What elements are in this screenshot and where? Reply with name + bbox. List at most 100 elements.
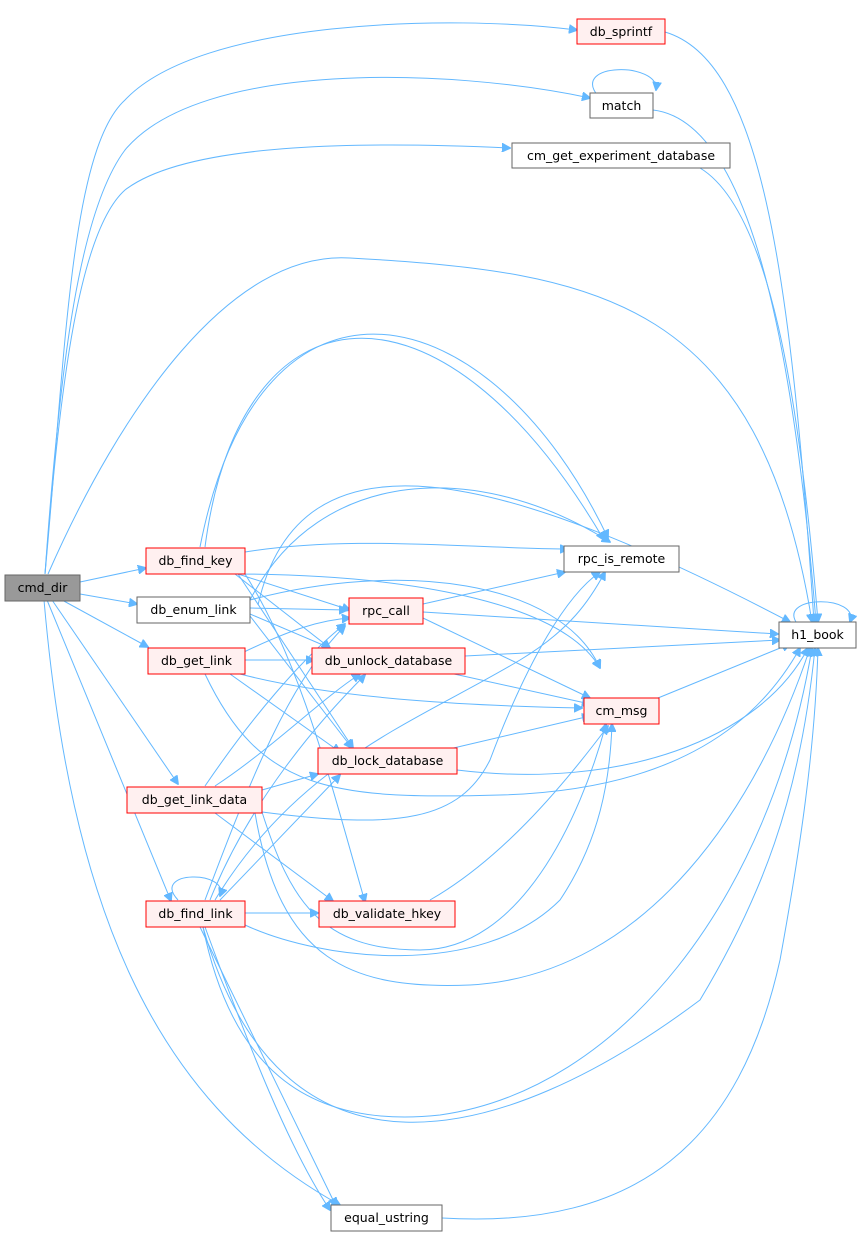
edge-db-enum-link-to-cm-msg xyxy=(249,579,600,668)
node-rpc-is-remote[interactable]: rpc_is_remote xyxy=(563,545,680,573)
node-match[interactable]: match xyxy=(589,92,654,119)
node-box xyxy=(317,747,458,775)
edge-db-validate-hkey-to-cm-msg xyxy=(429,726,608,901)
node-box xyxy=(145,547,246,575)
node-h1-book[interactable]: h1_book xyxy=(778,621,857,649)
edge-db-get-link-to-cm-msg xyxy=(239,673,582,708)
edge-rpc-call-to-cm-msg xyxy=(422,617,590,698)
edge-cm-get-experiment-database-to-h1-book xyxy=(699,167,818,622)
edge-cmd-dir-to-cm-get-experiment-database xyxy=(44,145,510,575)
node-label: db_find_key xyxy=(159,553,234,568)
node-cm-msg[interactable]: cm_msg xyxy=(583,697,660,725)
node-box xyxy=(318,900,456,928)
edge-db-get-link-data-to-rpc-call xyxy=(204,624,345,787)
node-label: h1_book xyxy=(791,627,844,642)
node-label: db_lock_database xyxy=(332,753,444,768)
node-box xyxy=(145,900,246,928)
node-equal-ustring[interactable]: equal_ustring xyxy=(330,1204,443,1232)
edge-db-get-link-to-rpc-call xyxy=(243,618,350,653)
edge-match-self xyxy=(592,69,657,97)
edge-equal-ustring-to-h1-book xyxy=(441,648,818,1220)
node-box xyxy=(511,142,731,169)
edge-db-enum-link-to-rpc-is-remote xyxy=(249,487,610,601)
edge-db-sprintf-to-h1-book xyxy=(664,31,814,622)
edge-db-unlock-database-to-h1-book xyxy=(464,640,780,657)
edge-db-find-link-to-db-lock-database xyxy=(219,775,340,901)
edge-db-lock-database-to-cm-msg xyxy=(444,716,590,751)
edge-db-find-link-to-equal-ustring-b xyxy=(204,926,330,1210)
edge-rpc-call-to-rpc-is-remote xyxy=(422,572,565,605)
edge-db-enum-link-to-db-lock-database xyxy=(249,615,352,748)
node-cm-get-experiment-database[interactable]: cm_get_experiment_database xyxy=(511,142,731,169)
edge-db-unlock-database-to-cm-msg xyxy=(444,671,590,704)
node-label: match xyxy=(602,98,642,113)
edge-db-get-link-data-to-db-validate-hkey xyxy=(214,812,333,901)
edge-db-get-link-data-to-rpc-is-remote xyxy=(261,572,600,821)
node-db-find-key[interactable]: db_find_key xyxy=(145,547,246,575)
node-label: db_find_link xyxy=(158,906,233,921)
node-label: db_unlock_database xyxy=(325,653,453,668)
node-db-get-link[interactable]: db_get_link xyxy=(147,647,246,675)
edge-cmd-dir-to-db-find-link xyxy=(46,599,171,901)
node-label: db_get_link xyxy=(161,653,233,668)
node-box xyxy=(147,647,246,675)
node-db-enum-link[interactable]: db_enum_link xyxy=(136,596,251,624)
node-label: db_get_link_data xyxy=(142,792,247,807)
edge-cmd-dir-to-db-sprintf xyxy=(44,22,577,575)
edge-db-lock-database-to-h1-book xyxy=(456,648,808,775)
node-db-validate-hkey[interactable]: db_validate_hkey xyxy=(318,900,456,928)
edge-db-find-key-to-db-lock-database xyxy=(237,573,353,748)
edge-rpc-call-to-h1-book xyxy=(422,611,778,634)
node-box xyxy=(311,647,466,675)
node-box xyxy=(136,596,251,624)
node-db-get-link-data[interactable]: db_get_link_data xyxy=(126,786,263,814)
node-label: db_sprintf xyxy=(590,24,653,39)
edge-cmd-dir-to-match xyxy=(44,76,590,575)
edge-db-enum-link-to-rpc-call xyxy=(249,608,347,610)
node-label: equal_ustring xyxy=(344,1210,429,1225)
edge-db-find-link-self xyxy=(171,876,221,901)
edge-db-find-key-to-cm-msg xyxy=(239,573,600,668)
edge-db-get-link-to-db-lock-database xyxy=(229,673,340,752)
edge-db-find-link-to-h1-book-a xyxy=(202,648,812,1118)
node-cmd-dir[interactable]: cmd_dir xyxy=(4,574,81,602)
edge-db-find-link-to-cm-msg xyxy=(244,724,612,957)
nodes: cmd_dir db_sprintf match cm_get_experime… xyxy=(4,18,857,1232)
node-box xyxy=(126,786,263,814)
edge-cmd-dir-to-db-get-link-data xyxy=(51,599,178,784)
edge-db-find-key-to-rpc-is-remote xyxy=(244,542,568,552)
node-box xyxy=(563,545,680,573)
edge-cmd-dir-to-db-get-link xyxy=(61,599,148,647)
node-label: cmd_dir xyxy=(18,580,69,595)
edge-db-find-key-to-db-validate-hkey xyxy=(244,573,365,902)
edge-match-to-h1-book xyxy=(652,109,816,622)
node-label: rpc_is_remote xyxy=(578,551,666,566)
edge-cmd-dir-to-h1-book xyxy=(47,257,812,622)
edge-db-find-key-to-rpc-call xyxy=(237,573,350,610)
node-box xyxy=(330,1204,443,1232)
edge-db-find-link-to-db-unlock-database xyxy=(209,675,365,901)
edge-cmd-dir-to-equal-ustring xyxy=(43,599,340,1205)
edge-db-find-link-to-rpc-is-remote xyxy=(214,572,605,901)
edge-db-find-key-to-db-unlock-database xyxy=(234,573,330,648)
edge-db-get-link-data-to-h1-book xyxy=(254,648,810,986)
edge-cm-msg-to-h1-book xyxy=(657,644,790,699)
node-box xyxy=(348,597,424,625)
node-rpc-call[interactable]: rpc_call xyxy=(348,597,424,625)
edge-cmd-dir-to-db-find-key xyxy=(79,568,146,583)
node-db-sprintf[interactable]: db_sprintf xyxy=(576,18,666,45)
node-box xyxy=(589,92,654,119)
node-label: cm_get_experiment_database xyxy=(527,148,715,163)
node-db-find-link[interactable]: db_find_link xyxy=(145,900,246,928)
node-db-lock-database[interactable]: db_lock_database xyxy=(317,747,458,775)
edge-h1-book-self xyxy=(793,601,851,622)
node-label: rpc_call xyxy=(362,603,410,618)
edge-db-find-key-to-h1-book-b xyxy=(204,337,604,548)
node-box xyxy=(4,574,81,602)
node-db-unlock-database[interactable]: db_unlock_database xyxy=(311,647,466,675)
edge-db-find-link-to-h1-book-b xyxy=(202,648,815,1123)
edge-db-get-link-data-to-cm-msg xyxy=(261,724,606,951)
node-label: db_validate_hkey xyxy=(333,906,442,921)
edge-cmd-dir-to-db-enum-link xyxy=(79,593,137,604)
